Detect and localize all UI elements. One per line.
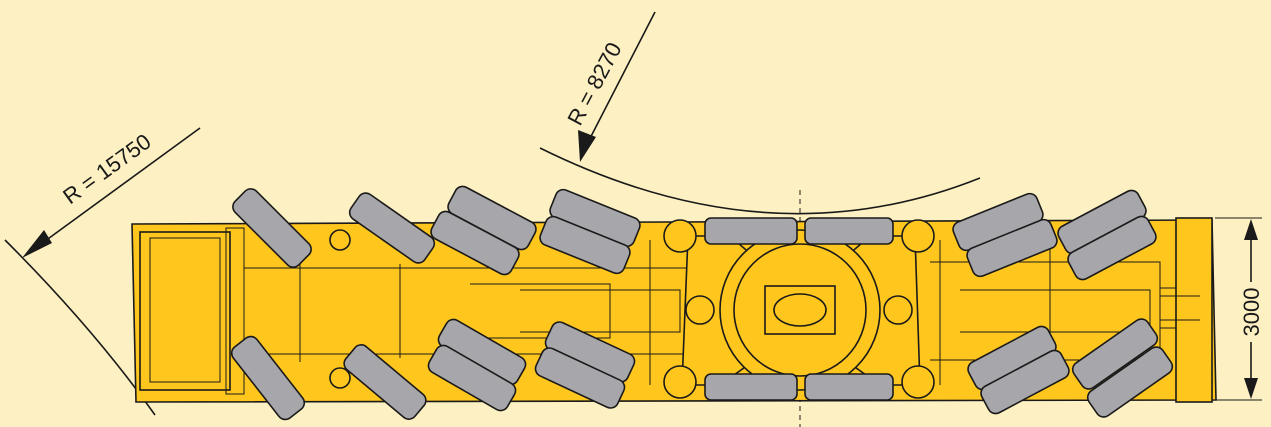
- wheel: [539, 215, 631, 275]
- pivot-rear-left: [663, 365, 697, 399]
- wheel: [430, 210, 520, 276]
- crane-chassis: [131, 217, 1217, 403]
- pad-bottom-left: [704, 373, 798, 401]
- outer-radius-label: R = 15750: [58, 129, 155, 209]
- rear-end-cap: [1175, 217, 1213, 403]
- outer-radius-arrow-icon: [22, 230, 52, 258]
- wheels-bottom-row: [230, 318, 1174, 421]
- cab-window: [149, 237, 221, 383]
- wheel: [1071, 318, 1159, 390]
- width-label: 3000: [1239, 288, 1264, 337]
- wheel: [1067, 215, 1157, 281]
- king-pin: [773, 293, 827, 327]
- center-pads: [704, 217, 894, 401]
- wheel: [343, 344, 427, 420]
- inner-radius-leader: [583, 11, 656, 151]
- slewing-ring: [329, 219, 935, 399]
- pivot-front-left: [663, 219, 697, 253]
- cab-frame: [225, 227, 245, 395]
- dimension-arrow-up-icon: [1244, 219, 1258, 240]
- wheel: [966, 218, 1058, 278]
- pivot-center-left: [685, 295, 715, 325]
- wheels-top-row: [232, 185, 1157, 281]
- wheel: [427, 344, 517, 412]
- outer-radius-leader: [29, 127, 201, 253]
- pad-top-left: [704, 217, 798, 245]
- pivot-front-right: [901, 219, 935, 253]
- wheel: [534, 347, 626, 409]
- wheel: [232, 188, 312, 268]
- width-dimension: 3000: [1215, 217, 1264, 401]
- slewing-ring-inner: [733, 243, 867, 377]
- inner-radius-arrow-icon: [578, 130, 596, 162]
- inner-radius-label: R = 8270: [562, 38, 626, 129]
- pivot-center-right: [883, 295, 913, 325]
- dimension-arrow-down-icon: [1244, 378, 1258, 399]
- pad-bottom-right: [804, 373, 894, 401]
- wheel: [1086, 346, 1174, 418]
- pad-top-right: [804, 217, 894, 245]
- wheel: [230, 335, 306, 421]
- wheel: [348, 192, 436, 264]
- pivot-rear-right: [901, 365, 935, 399]
- wheel: [980, 349, 1070, 415]
- driver-cab: [139, 231, 231, 391]
- inner-turning-arc: [539, 147, 981, 215]
